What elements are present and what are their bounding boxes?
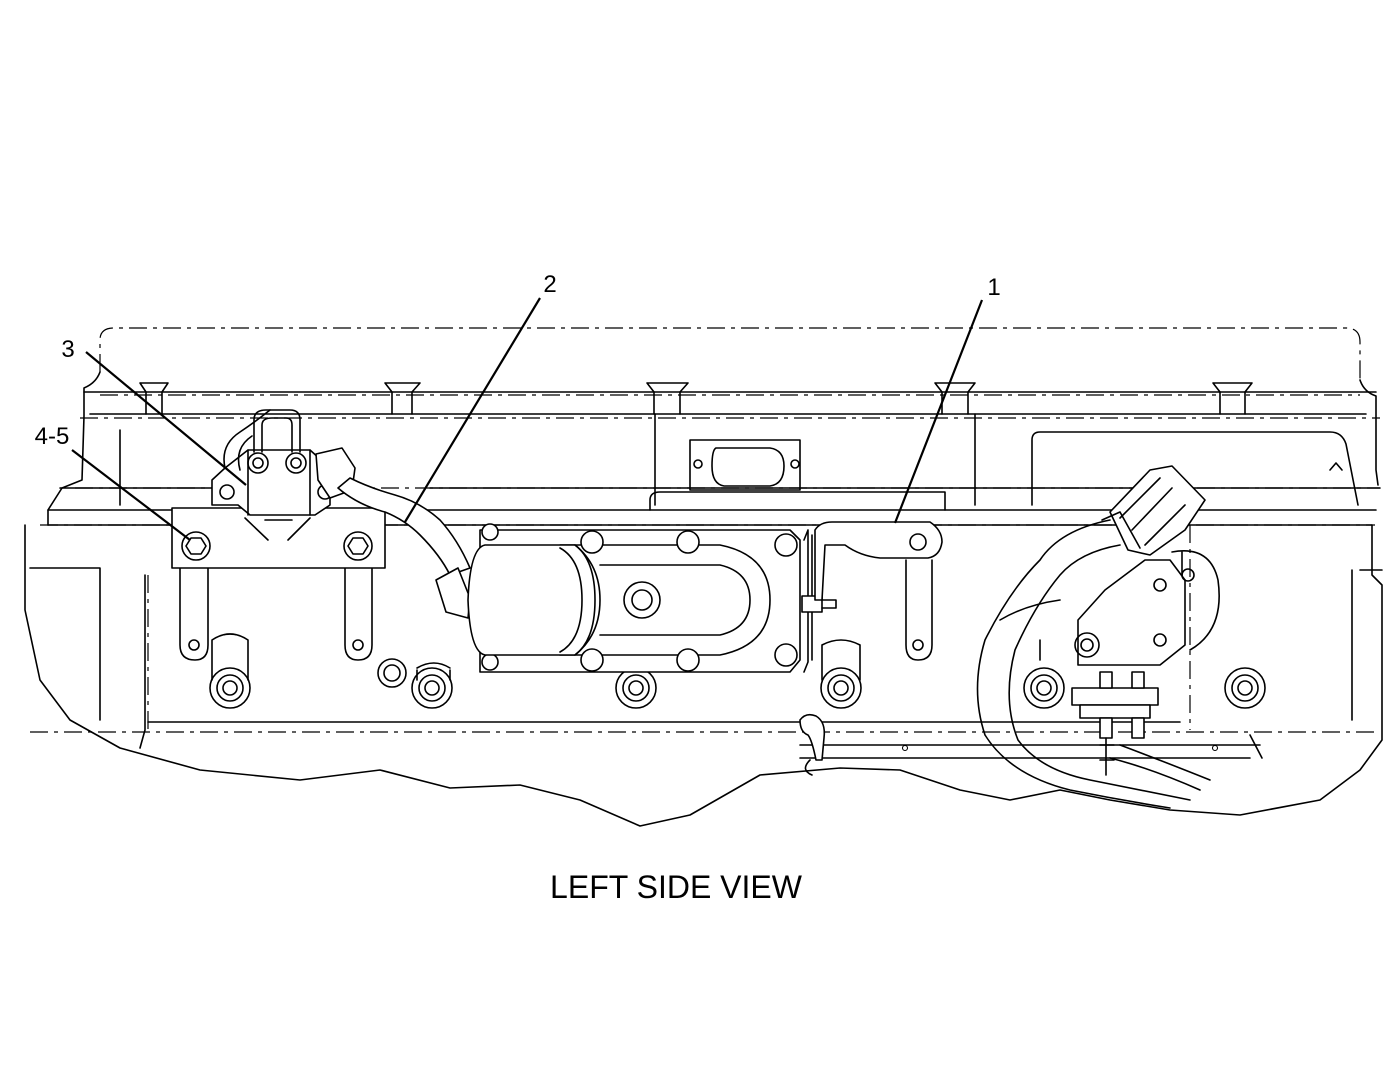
- hose-assembly: [337, 477, 471, 619]
- callout-1: 1: [987, 274, 1000, 301]
- engine-block: [24, 524, 1383, 827]
- lifting-hook: [799, 713, 826, 776]
- bracket-part-1: [814, 521, 943, 601]
- block-bosses: [179, 559, 1266, 709]
- callout-3: 3: [61, 336, 74, 363]
- leader-2: [404, 297, 541, 523]
- right-pipe-assembly: [976, 465, 1220, 809]
- callout-2: 2: [543, 271, 556, 298]
- callout-labels: 1 2 3 4-5: [35, 271, 1001, 450]
- view-title: LEFT SIDE VIEW: [550, 869, 803, 905]
- leader-lines: [71, 297, 984, 541]
- leader-3: [85, 351, 247, 486]
- callout-4-5: 4-5: [35, 423, 70, 450]
- filter-housing: [467, 523, 837, 673]
- mounting-plate-assembly: [171, 409, 386, 569]
- leader-1: [893, 299, 984, 524]
- leader-4-5: [71, 449, 191, 541]
